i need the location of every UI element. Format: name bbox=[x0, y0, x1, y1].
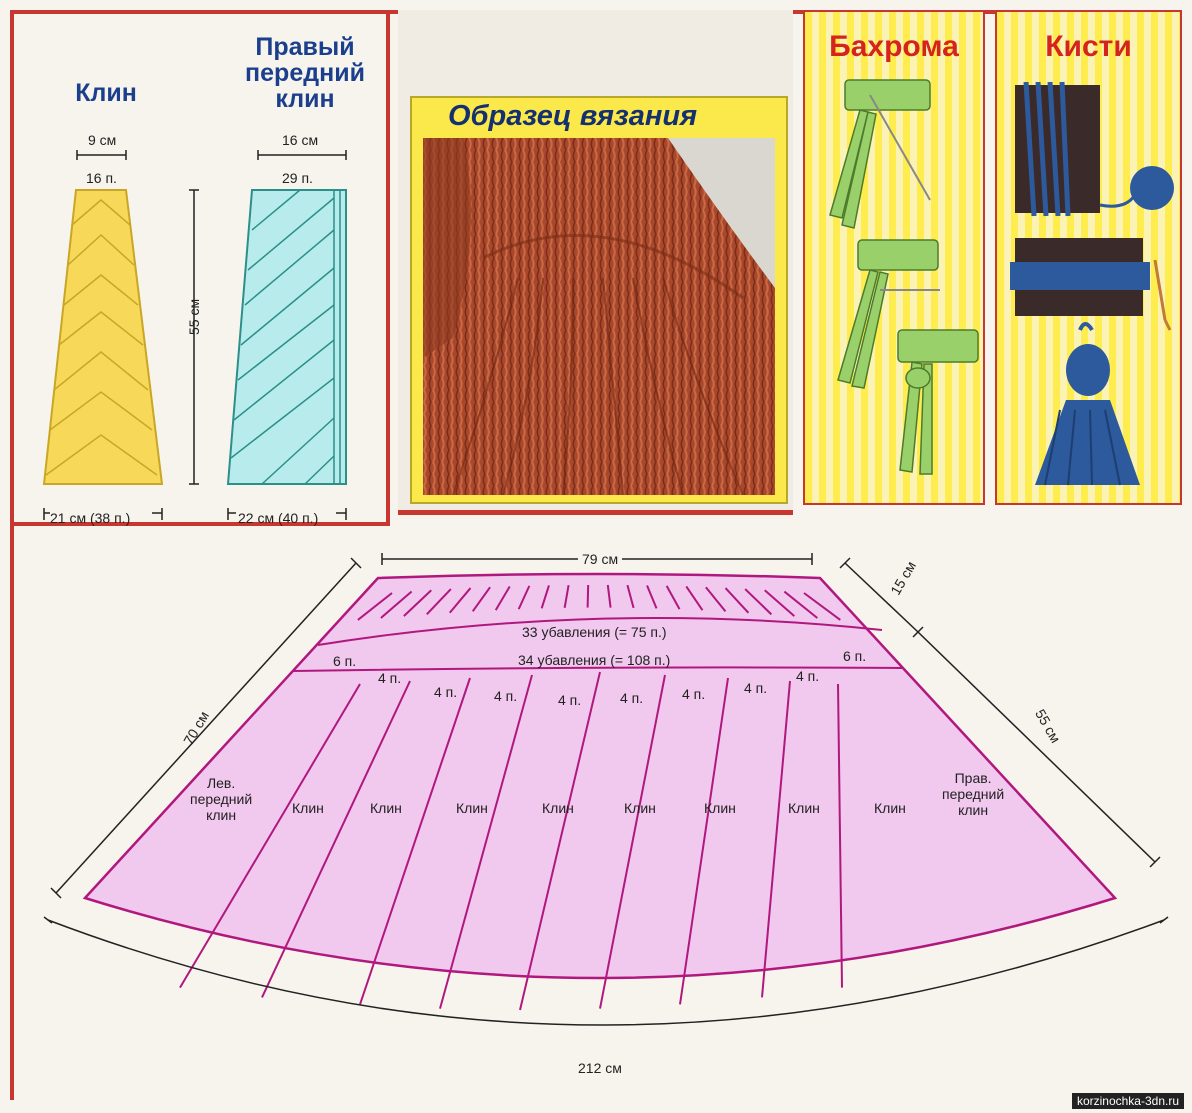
yoke-tick bbox=[494, 585, 511, 611]
watermark: korzinochka-3dn.ru bbox=[1071, 1093, 1184, 1109]
skirt-panel-stitches: 4 п. bbox=[558, 692, 582, 708]
skirt-wedge-label: Клин bbox=[292, 800, 324, 816]
skirt-right-front-label: Прав. передний клин bbox=[942, 770, 1004, 818]
skirt-edge-stitches-left: 6 п. bbox=[333, 653, 357, 669]
front-wedge-title: Правый передний клин bbox=[230, 34, 380, 112]
skirt-panel-line bbox=[519, 671, 601, 1011]
yoke-tick bbox=[449, 587, 472, 614]
skirt-panel-stitches: 4 п. bbox=[682, 686, 706, 702]
yoke-tick bbox=[665, 585, 681, 610]
skirt-decrease-1: 33 убавления (= 75 п.) bbox=[522, 624, 667, 640]
front-wedge-bottom-dimension: 22 см (40 п.) bbox=[238, 510, 319, 526]
skirt-panel-stitches: 4 п. bbox=[434, 684, 458, 700]
skirt-left-front-line2: передний bbox=[190, 791, 253, 807]
skirt-wedge-label: Клин bbox=[874, 800, 906, 816]
yoke-tick bbox=[764, 589, 796, 617]
pattern-panel bbox=[14, 14, 390, 526]
tassels-title: Кисти bbox=[1045, 30, 1132, 63]
wedge-dimension-lines bbox=[43, 150, 347, 520]
yoke-tick bbox=[540, 585, 550, 609]
yoke-tick bbox=[563, 584, 570, 609]
wedge-bottom-dimension: 21 см (38 п.) bbox=[50, 510, 131, 526]
front-wedge-top-width: 16 см bbox=[282, 132, 319, 148]
yoke-tick bbox=[606, 584, 612, 608]
skirt-panel-stitches: 4 п. bbox=[620, 690, 644, 706]
yoke-tick bbox=[783, 590, 818, 619]
wedge-shape bbox=[42, 189, 164, 485]
skirt-panel-line bbox=[761, 680, 791, 998]
skirt-panel-line bbox=[261, 680, 411, 998]
front-wedge-title-line1: Правый bbox=[255, 33, 355, 61]
wedge-top-stitches: 16 п. bbox=[86, 170, 117, 186]
skirt-dimension-lines bbox=[43, 553, 1169, 1026]
skirt-edge-stitches-right: 6 п. bbox=[843, 648, 867, 664]
skirt-wedge-label: Клин bbox=[456, 800, 488, 816]
skirt-decrease-2: 34 убавления (= 108 п.) bbox=[518, 652, 671, 668]
fringe-title: Бахрома bbox=[829, 30, 959, 63]
yoke-tick bbox=[471, 586, 491, 612]
yoke-tick bbox=[380, 590, 413, 619]
yoke-tick bbox=[426, 588, 452, 616]
knitting-sample-illustration bbox=[423, 138, 775, 495]
yoke-tick bbox=[517, 585, 531, 610]
front-wedge-title-line3: клин bbox=[275, 85, 335, 113]
fringe-illustration bbox=[829, 79, 979, 475]
front-wedge-title-line2: передний bbox=[245, 59, 365, 87]
skirt-left-front-line1: Лев. bbox=[206, 775, 236, 791]
yoke-tick bbox=[586, 584, 590, 608]
yoke-tick bbox=[626, 584, 635, 609]
skirt-panel-line bbox=[599, 674, 666, 1009]
skirt-panel-line bbox=[439, 674, 533, 1009]
skirt-wedge-label: Клин bbox=[788, 800, 820, 816]
skirt-panel-stitches: 4 п. bbox=[378, 670, 402, 686]
sample-title: Образец вязания bbox=[448, 100, 698, 132]
knitting-sample-photo bbox=[423, 138, 775, 495]
front-wedge-top-stitches: 29 п. bbox=[282, 170, 313, 186]
skirt-panel-stitches: 4 п. bbox=[494, 688, 518, 704]
skirt-wedge-label: Клин bbox=[542, 800, 574, 816]
skirt-right-front-line1: Прав. bbox=[954, 770, 992, 786]
skirt-panel-line bbox=[837, 683, 843, 988]
wedge-title: Клин bbox=[75, 79, 137, 107]
skirt-right-front-line3: клин bbox=[958, 802, 989, 818]
yoke-tick bbox=[357, 592, 393, 621]
skirt-left-front-line3: клин bbox=[206, 807, 237, 823]
yoke-tick bbox=[646, 585, 658, 609]
front-wedge-shape bbox=[226, 189, 347, 485]
skirt-right-front-line2: передний bbox=[942, 786, 1005, 802]
skirt-panel-line bbox=[179, 683, 361, 989]
skirt-bottom-width: 212 см bbox=[578, 1060, 622, 1076]
yoke-tick bbox=[803, 592, 841, 621]
skirt-wedge-label: Клин bbox=[370, 800, 402, 816]
skirt-panel-stitches: 4 п. bbox=[744, 680, 768, 696]
wedge-top-width: 9 см bbox=[88, 132, 117, 148]
skirt-wedge-label: Клин bbox=[704, 800, 736, 816]
skirt-panel-stitches: 4 п. bbox=[796, 668, 820, 684]
skirt-left-front-label: Лев. передний клин bbox=[190, 775, 252, 823]
skirt-panel-line bbox=[679, 677, 729, 1005]
skirt-shape bbox=[82, 572, 1118, 1011]
yoke-tick bbox=[685, 585, 704, 611]
skirt-panel-line bbox=[359, 677, 471, 1005]
yoke-tick bbox=[724, 587, 750, 614]
yoke-tick bbox=[403, 589, 432, 617]
yoke-tick bbox=[744, 588, 773, 616]
skirt-wedge-label: Клин bbox=[624, 800, 656, 816]
yoke-tick bbox=[705, 586, 727, 612]
tassels-illustration bbox=[1010, 81, 1174, 486]
skirt-top-width: 79 см bbox=[578, 551, 623, 567]
